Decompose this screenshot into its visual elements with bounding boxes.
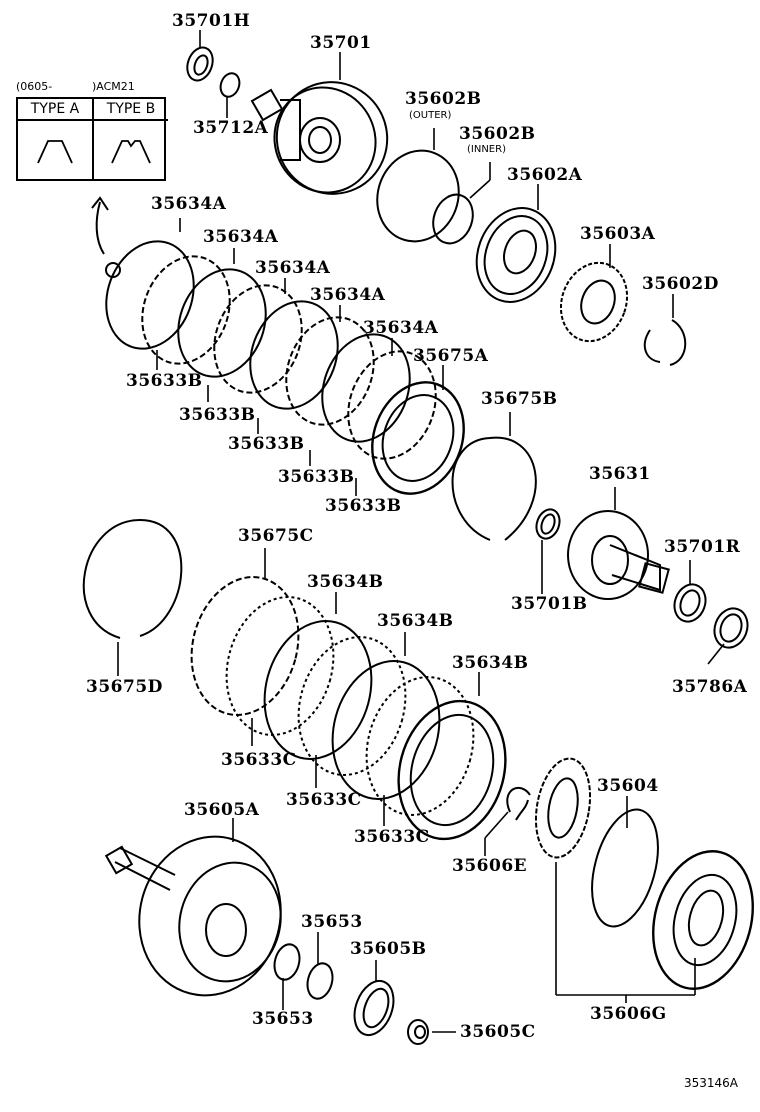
part-label[interactable]: 35786A xyxy=(672,677,748,697)
part-label[interactable]: 35633B xyxy=(325,496,402,516)
variant-table: TYPE A TYPE B xyxy=(16,97,168,181)
part-label[interactable]: 35631 xyxy=(589,464,651,484)
part-label[interactable]: 35633C xyxy=(354,827,430,847)
flat-top-trapezoid-icon xyxy=(37,140,73,164)
clutch-pack-upper xyxy=(105,240,465,495)
part-label[interactable]: 35675A xyxy=(413,346,489,366)
part-label[interactable]: 35602A xyxy=(507,165,583,185)
part-label[interactable]: 35633B xyxy=(228,434,305,454)
illustration-code: 353146A xyxy=(683,1076,738,1090)
hub-35631 xyxy=(567,510,670,600)
part-label[interactable]: 35606E xyxy=(452,856,528,876)
part-label[interactable]: 35602D xyxy=(642,274,719,294)
part-label[interactable]: 35633C xyxy=(286,790,362,810)
part-label[interactable]: 35675C xyxy=(238,526,314,546)
part-label[interactable]: 35701R xyxy=(664,537,741,557)
drum-35701 xyxy=(250,81,389,195)
part-label[interactable]: 35634A xyxy=(151,194,227,214)
part-label[interactable]: 35653 xyxy=(252,1009,314,1029)
part-label[interactable]: 35653 xyxy=(301,912,363,932)
variant-range-start: (0605- xyxy=(16,80,53,93)
part-label[interactable]: 35634A xyxy=(203,227,279,247)
part-label[interactable]: 35604 xyxy=(597,776,659,796)
part-note: (OUTER) xyxy=(409,110,452,121)
variant-column-type-a: TYPE A xyxy=(18,99,92,179)
part-label[interactable]: 35634A xyxy=(310,285,386,305)
part-label[interactable]: 35633C xyxy=(221,750,297,770)
part-label[interactable]: 35712A xyxy=(193,118,269,138)
part-note: (INNER) xyxy=(467,144,506,155)
part-label[interactable]: 35634B xyxy=(377,611,454,631)
reference-arrow xyxy=(95,201,105,255)
part-label[interactable]: 35603A xyxy=(580,224,656,244)
part-label[interactable]: 35634B xyxy=(307,572,384,592)
leader-lines xyxy=(117,30,725,1033)
part-label[interactable]: 35605C xyxy=(460,1022,536,1042)
part-label[interactable]: 35675B xyxy=(481,389,558,409)
part-label[interactable]: 35602B xyxy=(405,89,482,109)
part-label[interactable]: 35633B xyxy=(179,405,256,425)
part-label[interactable]: 35606G xyxy=(590,1004,667,1024)
part-label[interactable]: 35605A xyxy=(184,800,260,820)
variant-column-type-b: TYPE B xyxy=(92,99,168,179)
drum-35605A xyxy=(104,835,282,997)
part-label[interactable]: 35634A xyxy=(363,318,439,338)
part-label[interactable]: 35633B xyxy=(126,371,203,391)
clutch-pack-lower xyxy=(190,576,507,841)
part-label[interactable]: 35602B xyxy=(459,124,536,144)
part-label[interactable]: 35633B xyxy=(278,467,355,487)
part-label[interactable]: 35605B xyxy=(350,939,427,959)
variant-label-type-b: TYPE B xyxy=(94,99,168,121)
part-label[interactable]: 35675D xyxy=(86,677,163,697)
part-label[interactable]: 35634B xyxy=(452,653,529,673)
part-label[interactable]: 35701 xyxy=(310,33,372,53)
part-label[interactable]: 35701H xyxy=(172,11,251,31)
part-label[interactable]: 35634A xyxy=(255,258,331,278)
variant-label-type-a: TYPE A xyxy=(18,99,92,121)
notched-top-trapezoid-icon xyxy=(111,140,151,164)
variant-range-end: )ACM21 xyxy=(92,80,135,93)
part-label[interactable]: 35701B xyxy=(511,594,588,614)
